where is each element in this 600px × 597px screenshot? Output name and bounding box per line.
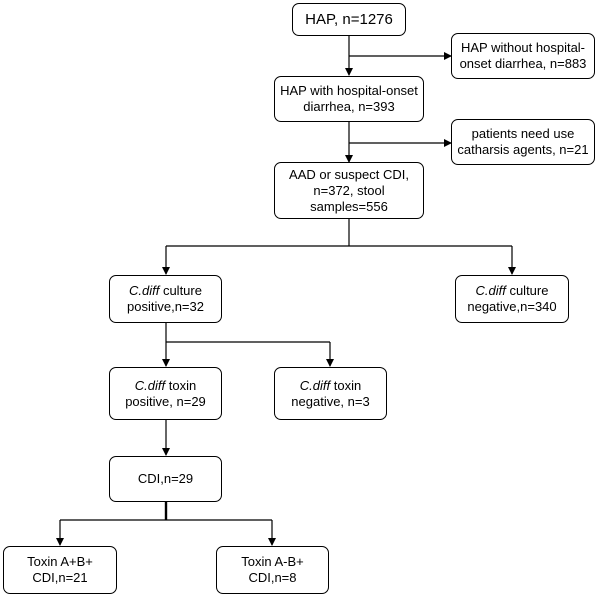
node-hap-label: HAP, n=1276 <box>305 10 393 28</box>
node-aad-line1: AAD or suspect CDI, <box>289 166 409 182</box>
node-culture-negative: C.diff culture negative,n=340 <box>455 275 569 323</box>
node-catharsis-agents: patients need use catharsis agents, n=21 <box>451 119 595 165</box>
node-toxin-ab-line2: CDI,n=21 <box>32 570 88 585</box>
node-catharsis-line1: patients need use <box>471 126 575 141</box>
node-toxin-pos-italic: C.diff <box>134 377 166 393</box>
node-hap-without-line1: HAP without hospital- <box>460 40 586 55</box>
node-toxin-negative: C.diff toxin negative, n=3 <box>274 367 387 420</box>
node-toxin-neg-italic: C.diff <box>299 377 331 393</box>
node-toxin-pos-line1: toxin <box>165 377 197 393</box>
node-toxin-pos-line2: positive, n=29 <box>125 393 206 409</box>
node-culture-neg-line1: culture <box>505 283 549 298</box>
node-culture-positive: C.diff culture positive,n=32 <box>109 275 222 323</box>
node-culture-pos-line2: positive,n=32 <box>127 299 204 314</box>
node-hap-with-line2: diarrhea, n=393 <box>303 99 395 114</box>
node-aad-line3: samples=556 <box>310 198 388 214</box>
node-culture-neg-line2: negative,n=340 <box>467 299 557 314</box>
node-toxin-ab-line1: Toxin A+B+ <box>27 554 93 569</box>
node-aad-suspect-cdi: AAD or suspect CDI, n=372, stool samples… <box>274 162 424 219</box>
node-culture-pos-line1: culture <box>159 283 202 298</box>
node-toxin-positive: C.diff toxin positive, n=29 <box>109 367 222 420</box>
node-hap-with-diarrhea: HAP with hospital-onset diarrhea, n=393 <box>274 76 424 122</box>
node-hap-without-line2: onset diarrhea, n=883 <box>459 56 587 71</box>
node-catharsis-line2: catharsis agents, n=21 <box>457 142 589 157</box>
node-toxin-b-line2: CDI,n=8 <box>248 570 297 585</box>
node-culture-pos-italic: C.diff <box>129 283 160 298</box>
node-cdi: CDI,n=29 <box>109 456 222 502</box>
node-culture-neg-italic: C.diff <box>475 283 506 298</box>
node-hap-without-diarrhea: HAP without hospital- onset diarrhea, n=… <box>451 33 595 79</box>
node-toxin-ab: Toxin A+B+ CDI,n=21 <box>3 546 117 594</box>
node-toxin-neg-line2: negative, n=3 <box>291 393 370 409</box>
node-toxin-b: Toxin A-B+ CDI,n=8 <box>216 546 329 594</box>
node-toxin-neg-line1: toxin <box>330 377 362 393</box>
node-hap-with-line1: HAP with hospital-onset <box>280 83 418 98</box>
node-hap: HAP, n=1276 <box>292 3 406 36</box>
node-cdi-label: CDI,n=29 <box>137 471 194 486</box>
node-aad-line2: n=372, stool <box>313 182 385 198</box>
node-toxin-b-line1: Toxin A-B+ <box>241 554 304 569</box>
